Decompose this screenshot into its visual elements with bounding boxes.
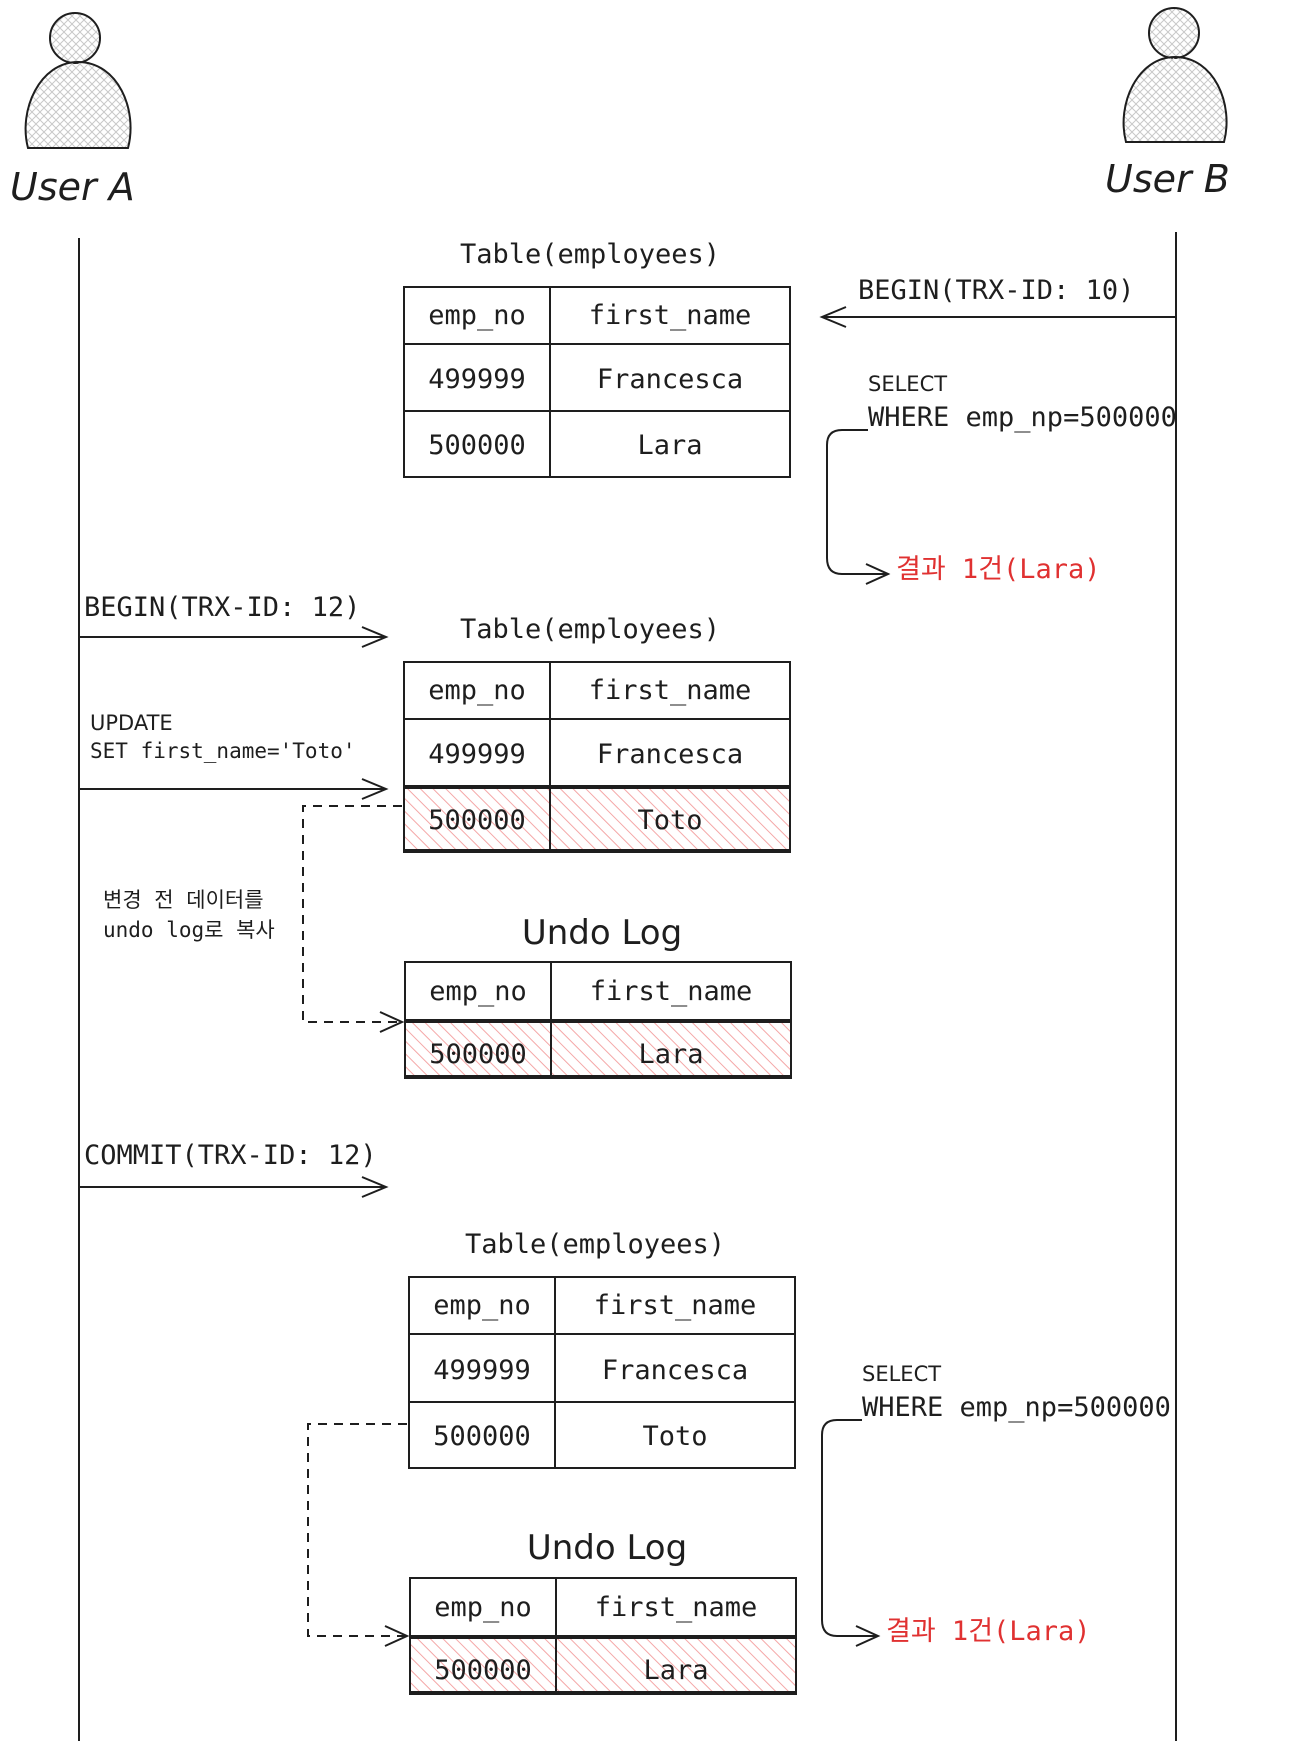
arrowhead-icon bbox=[855, 1625, 881, 1647]
column-header-emp-no: emp_no bbox=[428, 300, 526, 331]
b-result2-label: 결과 1건(Lara) bbox=[886, 1616, 1091, 1647]
user-b-body-icon bbox=[1122, 55, 1228, 143]
a-copy-line2: undo log로 복사 bbox=[103, 918, 275, 942]
column-header-emp-no: emp_no bbox=[434, 1592, 532, 1623]
undo-log-first: Undo Log emp_no first_name 500000 Lara bbox=[404, 913, 792, 1079]
table-cell-highlighted bbox=[404, 1019, 552, 1079]
table-cell bbox=[403, 343, 551, 412]
table-cell-highlighted bbox=[403, 785, 551, 853]
a-copy-line1: 변경 전 데이터를 bbox=[103, 888, 264, 912]
user-b-head-icon bbox=[1148, 7, 1200, 59]
b-select1-line2: WHERE emp_np=500000 bbox=[868, 402, 1177, 433]
table-cell bbox=[408, 1333, 556, 1403]
header-cell bbox=[409, 1577, 557, 1637]
table-cell bbox=[408, 1401, 556, 1469]
cell-emp-no: 499999 bbox=[428, 364, 526, 395]
user-a-actor: User A bbox=[10, 12, 135, 209]
user-a-label: User A bbox=[10, 165, 135, 209]
cell-first-name: Toto bbox=[637, 805, 702, 836]
table-cell-highlighted bbox=[550, 1019, 792, 1079]
table-cell-highlighted bbox=[409, 1635, 557, 1695]
table-to-undo-dashed-arrow bbox=[307, 1423, 407, 1637]
header-cell bbox=[549, 286, 791, 345]
column-header-first-name: first_name bbox=[594, 1290, 757, 1321]
undo-log-second: Undo Log emp_no first_name 500000 Lara bbox=[409, 1528, 797, 1695]
column-header-first-name: first_name bbox=[589, 675, 752, 706]
copy-to-undo-dashed-arrow bbox=[302, 805, 402, 1023]
cell-first-name: Lara bbox=[637, 430, 702, 461]
table-employees-updated: Table(employees) emp_no first_name 49999… bbox=[403, 614, 791, 853]
arrowhead-icon bbox=[361, 1176, 389, 1198]
user-a-body-icon bbox=[24, 60, 132, 149]
cell-first-name: Francesca bbox=[597, 364, 743, 395]
b-select1-bracket bbox=[826, 429, 888, 575]
b-begin-label: BEGIN(TRX-ID: 10) bbox=[858, 275, 1134, 306]
b-result1-label: 결과 1건(Lara) bbox=[896, 554, 1101, 585]
cell-first-name: Lara bbox=[638, 1039, 703, 1070]
b-select2-line2: WHERE emp_np=500000 bbox=[862, 1392, 1171, 1423]
b-select2-line1: SELECT bbox=[862, 1362, 941, 1386]
cell-emp-no: 500000 bbox=[429, 1039, 527, 1070]
column-header-emp-no: emp_no bbox=[429, 976, 527, 1007]
cell-emp-no: 500000 bbox=[428, 805, 526, 836]
table-cell bbox=[554, 1401, 796, 1469]
table-employees-initial: Table(employees) emp_no first_name 49999… bbox=[403, 239, 791, 478]
column-header-emp-no: emp_no bbox=[428, 675, 526, 706]
user-a-head-icon bbox=[49, 12, 101, 64]
cell-emp-no: 500000 bbox=[434, 1655, 532, 1686]
b-select1-line1: SELECT bbox=[868, 372, 947, 396]
column-header-first-name: first_name bbox=[595, 1592, 758, 1623]
header-cell bbox=[554, 1276, 796, 1335]
table-title: Table(employees) bbox=[460, 239, 720, 270]
cell-emp-no: 499999 bbox=[433, 1355, 531, 1386]
a-update-line2: SET first_name='Toto' bbox=[90, 739, 356, 763]
table-cell bbox=[554, 1333, 796, 1403]
cell-emp-no: 500000 bbox=[433, 1421, 531, 1452]
cell-first-name: Toto bbox=[642, 1421, 707, 1452]
table-cell bbox=[549, 410, 791, 478]
arrowhead-icon bbox=[361, 626, 389, 648]
cell-first-name: Lara bbox=[643, 1655, 708, 1686]
cell-emp-no: 500000 bbox=[428, 430, 526, 461]
table-cell bbox=[549, 718, 791, 787]
column-header-first-name: first_name bbox=[590, 976, 753, 1007]
arrowhead-icon bbox=[361, 778, 389, 800]
table-cell-highlighted bbox=[549, 785, 791, 853]
cell-emp-no: 499999 bbox=[428, 739, 526, 770]
b-select2-bracket bbox=[821, 1419, 878, 1637]
table-employees-committed: Table(employees) emp_no first_name 49999… bbox=[408, 1229, 796, 1469]
cell-first-name: Francesca bbox=[597, 739, 743, 770]
column-header-emp-no: emp_no bbox=[433, 1290, 531, 1321]
table-cell bbox=[549, 343, 791, 412]
user-b-actor: User B bbox=[1105, 7, 1230, 201]
arrowhead-icon bbox=[865, 563, 891, 585]
column-header-first-name: first_name bbox=[589, 300, 752, 331]
table-cell-highlighted bbox=[555, 1635, 797, 1695]
arrowhead-icon bbox=[819, 306, 847, 328]
user-b-label: User B bbox=[1105, 157, 1230, 201]
a-update-line1: UPDATE bbox=[90, 711, 173, 735]
arrowhead-icon bbox=[379, 1011, 405, 1033]
header-cell bbox=[555, 1577, 797, 1637]
a-commit-label: COMMIT(TRX-ID: 12) bbox=[84, 1140, 377, 1171]
a-begin-label: BEGIN(TRX-ID: 12) bbox=[84, 592, 360, 623]
arrowhead-icon bbox=[384, 1625, 410, 1647]
table-title: Table(employees) bbox=[460, 614, 720, 645]
header-cell bbox=[549, 661, 791, 720]
table-title: Table(employees) bbox=[465, 1229, 725, 1260]
undo-log-title: Undo Log bbox=[522, 913, 682, 953]
cell-first-name: Francesca bbox=[602, 1355, 748, 1386]
undo-log-title: Undo Log bbox=[527, 1528, 687, 1568]
